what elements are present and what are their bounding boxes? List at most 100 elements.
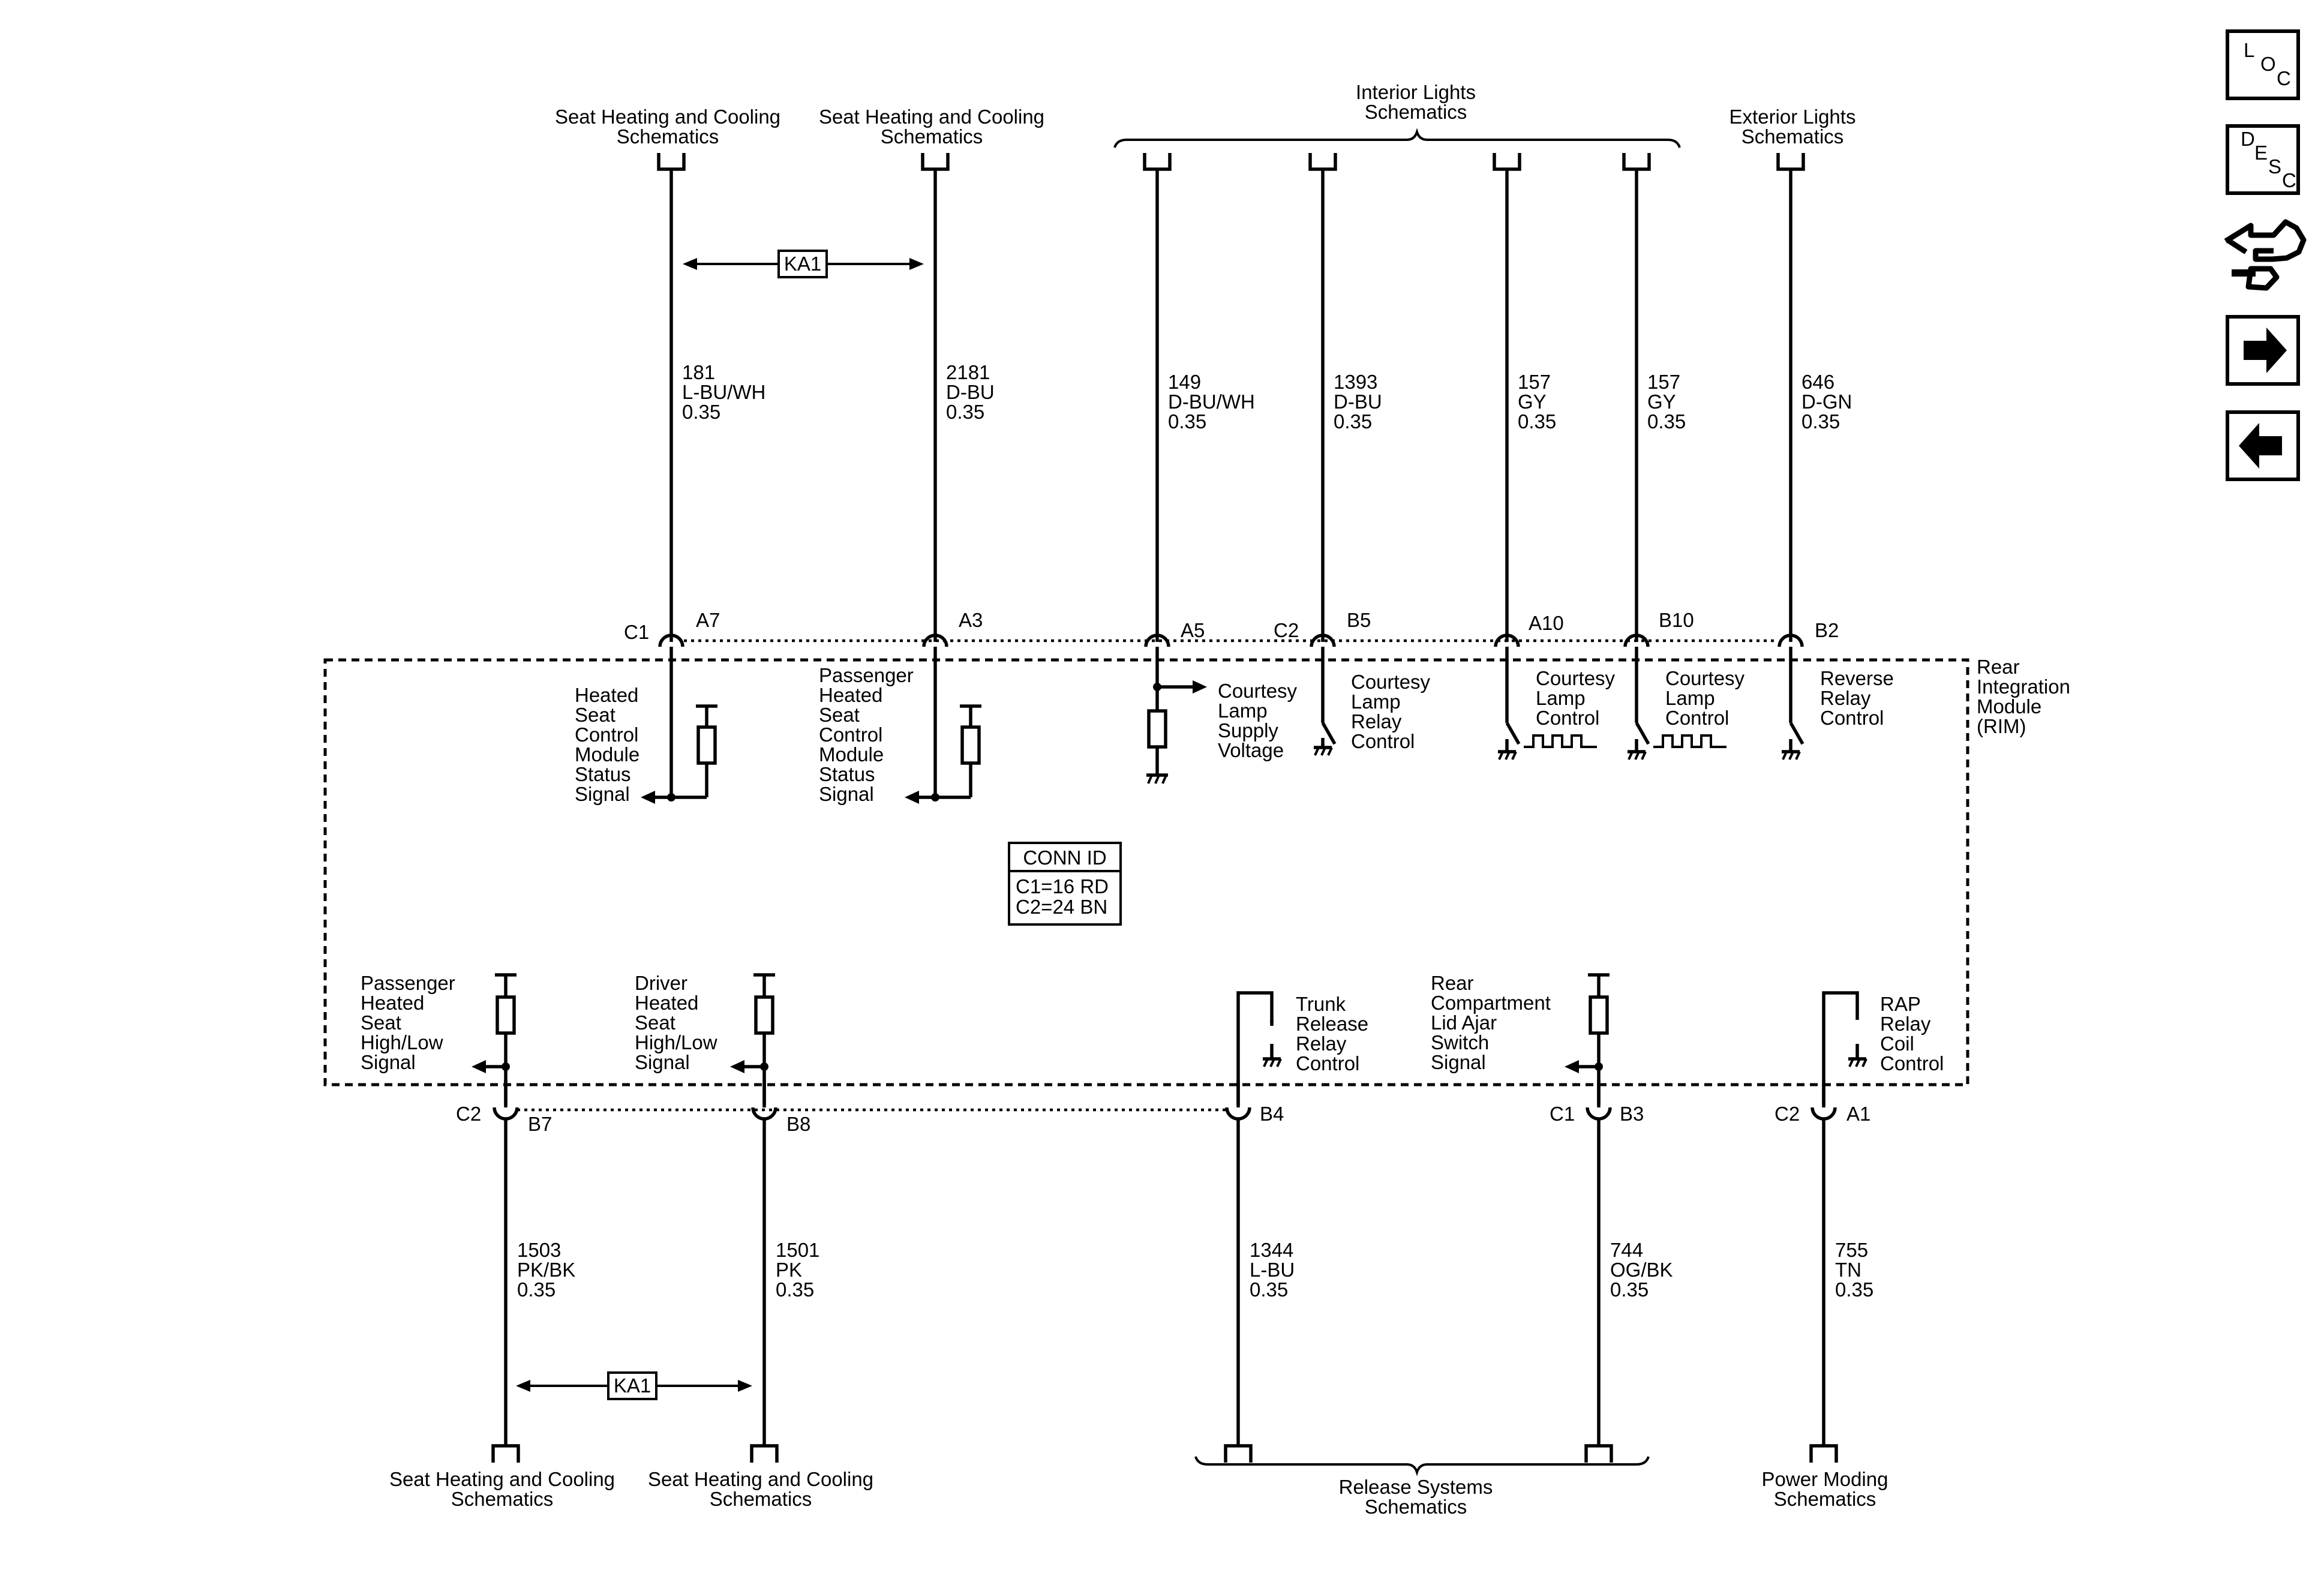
conn-id-box: CONN ID C1=16 RD C2=24 BN <box>1008 842 1122 926</box>
svg-text:Schematics: Schematics <box>1365 101 1467 123</box>
bottom-pin-a1: A1 <box>1846 1103 1870 1125</box>
svg-text:Control: Control <box>1536 707 1599 729</box>
svg-text:Control: Control <box>1296 1052 1359 1074</box>
internal-passenger-heated-seat-status: Passenger Heated Seat Control Module Sta… <box>819 664 981 805</box>
bottom-dest-seat-left[interactable]: Seat Heating and Cooling Schematics <box>389 1468 615 1510</box>
bottom-dest-seat-right[interactable]: Seat Heating and Cooling Schematics <box>648 1468 873 1510</box>
svg-text:Coil: Coil <box>1880 1032 1914 1055</box>
svg-text:1501: 1501 <box>776 1239 819 1261</box>
svg-text:Release: Release <box>1296 1013 1368 1035</box>
bottom-connector-c1: C1 <box>1550 1103 1575 1125</box>
svg-text:GY: GY <box>1647 391 1676 413</box>
svg-text:Relay: Relay <box>1820 687 1871 709</box>
bottom-dest-release-systems[interactable]: Release Systems Schematics <box>1339 1476 1493 1518</box>
svg-text:D: D <box>2241 128 2255 150</box>
svg-text:0.35: 0.35 <box>946 401 984 423</box>
svg-text:Seat Heating and Cooling: Seat Heating and Cooling <box>819 106 1044 128</box>
bottom-connector-c2: C2 <box>456 1103 481 1125</box>
svg-text:PK/BK: PK/BK <box>517 1259 575 1281</box>
bottom-wire-1501: 1501 PK 0.35 <box>750 1119 819 1463</box>
svg-text:149: 149 <box>1168 371 1201 393</box>
svg-text:Exterior Lights: Exterior Lights <box>1730 106 1856 128</box>
svg-text:Compartment: Compartment <box>1431 992 1551 1014</box>
top-wire-2181: 2181 D-BU 0.35 <box>921 153 995 642</box>
svg-text:Control: Control <box>575 724 638 746</box>
svg-text:157: 157 <box>1518 371 1551 393</box>
svg-text:Module: Module <box>819 743 884 766</box>
internal-courtesy-lamp-control-b: Courtesy Lamp Control <box>1628 667 1745 760</box>
top-dest-exterior-lights[interactable]: Exterior Lights Schematics <box>1730 106 1856 148</box>
wrench-hand-icon[interactable] <box>2224 219 2307 291</box>
svg-text:0.35: 0.35 <box>1647 410 1686 433</box>
internal-courtesy-lamp-relay: Courtesy Lamp Relay Control <box>1314 669 1431 756</box>
bottom-pin-b7: B7 <box>528 1113 552 1135</box>
svg-text:Rear: Rear <box>1977 656 2020 678</box>
top-ka1-splice: KA1 <box>683 250 924 278</box>
top-dest-seat-left[interactable]: Seat Heating and Cooling Schematics <box>555 106 780 148</box>
bottom-wire-1344: 1344 L-BU 0.35 <box>1224 1119 1295 1463</box>
svg-text:Passenger: Passenger <box>819 664 914 686</box>
svg-text:Seat: Seat <box>635 1011 675 1034</box>
svg-text:Heated: Heated <box>635 992 698 1014</box>
svg-text:L-BU: L-BU <box>1250 1259 1295 1281</box>
svg-text:Trunk: Trunk <box>1296 993 1346 1015</box>
rim-module-boundary <box>323 658 1969 1086</box>
svg-text:Heated: Heated <box>361 992 424 1014</box>
bottom-dest-power-moding[interactable]: Power Moding Schematics <box>1762 1468 1888 1510</box>
svg-text:Voltage: Voltage <box>1218 739 1284 761</box>
svg-text:181: 181 <box>682 361 715 383</box>
interior-lights-brace <box>1113 128 1681 148</box>
top-wire-157-a: 157 GY 0.35 <box>1493 153 1556 642</box>
svg-text:Schematics: Schematics <box>881 125 983 148</box>
svg-text:Relay: Relay <box>1296 1032 1347 1055</box>
svg-text:Heated: Heated <box>575 684 638 706</box>
internal-driver-seat-highlow: Driver Heated Seat High/Low Signal <box>635 972 775 1105</box>
bottom-connector-c2b: C2 <box>1774 1103 1800 1125</box>
svg-text:0.35: 0.35 <box>1518 410 1556 433</box>
svg-text:Lamp: Lamp <box>1536 687 1586 709</box>
svg-text:L: L <box>2244 39 2254 61</box>
svg-text:Control: Control <box>1665 707 1729 729</box>
svg-text:Schematics: Schematics <box>710 1488 812 1510</box>
svg-text:(RIM): (RIM) <box>1977 715 2026 737</box>
svg-text:GY: GY <box>1518 391 1547 413</box>
svg-text:Status: Status <box>575 763 631 785</box>
svg-text:Release Systems: Release Systems <box>1339 1476 1493 1498</box>
internal-rear-compartment-lid-ajar: Rear Compartment Lid Ajar Switch Signal <box>1431 972 1610 1105</box>
desc-icon[interactable]: D E S C <box>2226 124 2300 195</box>
svg-text:Courtesy: Courtesy <box>1218 680 1298 702</box>
top-dest-interior-lights[interactable]: Interior Lights Schematics <box>1356 81 1476 123</box>
svg-text:0.35: 0.35 <box>1250 1278 1288 1301</box>
top-pin-a7: A7 <box>696 609 720 631</box>
svg-text:D-BU: D-BU <box>946 381 995 403</box>
arrow-left-icon[interactable] <box>2226 410 2300 481</box>
svg-text:0.35: 0.35 <box>1835 1278 1873 1301</box>
top-connector-c1: C1 <box>624 621 649 643</box>
svg-text:L-BU/WH: L-BU/WH <box>682 381 765 403</box>
svg-text:Passenger: Passenger <box>361 972 455 994</box>
arrow-right-icon[interactable] <box>2226 315 2300 386</box>
top-dest-seat-right[interactable]: Seat Heating and Cooling Schematics <box>819 106 1044 148</box>
svg-text:744: 744 <box>1610 1239 1643 1261</box>
top-connector-c2: C2 <box>1274 619 1299 641</box>
svg-text:Rear: Rear <box>1431 972 1474 994</box>
svg-text:Power Moding: Power Moding <box>1762 1468 1888 1490</box>
svg-text:D-GN: D-GN <box>1801 391 1852 413</box>
conn-id-c2: C2=24 BN <box>1016 896 1107 918</box>
loc-icon[interactable]: L O C <box>2226 29 2300 100</box>
svg-text:646: 646 <box>1801 371 1834 393</box>
svg-text:D-BU/WH: D-BU/WH <box>1168 391 1255 413</box>
top-wire-157-b: 157 GY 0.35 <box>1622 153 1686 642</box>
svg-text:0.35: 0.35 <box>776 1278 814 1301</box>
svg-text:Courtesy: Courtesy <box>1351 671 1431 693</box>
svg-text:High/Low: High/Low <box>361 1031 443 1053</box>
svg-text:Courtesy: Courtesy <box>1536 667 1616 689</box>
bottom-wire-744: 744 OG/BK 0.35 <box>1584 1119 1673 1463</box>
internal-trunk-release-relay: Trunk Release Relay Control <box>1236 991 1368 1105</box>
svg-text:OG/BK: OG/BK <box>1610 1259 1673 1281</box>
svg-text:Heated: Heated <box>819 684 882 706</box>
svg-text:Signal: Signal <box>361 1051 416 1073</box>
bottom-pin-b4: B4 <box>1260 1103 1284 1125</box>
svg-text:S: S <box>2268 155 2281 178</box>
